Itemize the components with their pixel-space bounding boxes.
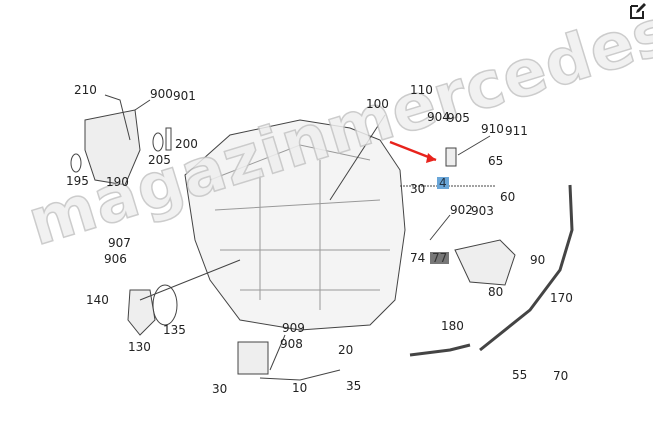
part-label-80[interactable]: 80 (488, 285, 504, 299)
part-label-30[interactable]: 30 (410, 182, 426, 196)
part-label-35[interactable]: 35 (346, 379, 362, 393)
pump-part (84, 109, 141, 186)
part-label-902[interactable]: 902 (450, 203, 473, 217)
part-label-70[interactable]: 70 (553, 369, 569, 383)
part-label-4[interactable]: 4 (437, 176, 449, 190)
part-label-190[interactable]: 190 (106, 175, 129, 189)
part-label-100[interactable]: 100 (366, 97, 389, 111)
part-label-905[interactable]: 905 (447, 111, 470, 125)
part-label-130[interactable]: 130 (128, 340, 151, 354)
part-label-205[interactable]: 205 (148, 153, 171, 167)
part-label-77[interactable]: 77 (430, 251, 450, 265)
part-label-90[interactable]: 90 (530, 253, 546, 267)
part-label-30-bolt[interactable]: 30 (212, 382, 228, 396)
part-label-901[interactable]: 901 (173, 89, 196, 103)
part-label-904[interactable]: 904 (427, 110, 450, 124)
part-label-20[interactable]: 20 (338, 343, 354, 357)
part-label-900[interactable]: 900 (150, 87, 173, 101)
part-label-55[interactable]: 55 (512, 368, 528, 382)
edit-icon[interactable] (629, 2, 647, 20)
part-label-10[interactable]: 10 (292, 381, 308, 395)
part-label-140[interactable]: 140 (86, 293, 109, 307)
part-label-907[interactable]: 907 (108, 236, 131, 250)
part-label-909[interactable]: 909 (282, 321, 305, 335)
part-label-906[interactable]: 906 (104, 252, 127, 266)
part-label-908[interactable]: 908 (280, 337, 303, 351)
part-label-910[interactable]: 910 (481, 122, 504, 136)
part-label-110[interactable]: 110 (410, 83, 433, 97)
part-label-170[interactable]: 170 (550, 291, 573, 305)
part-label-911[interactable]: 911 (505, 124, 528, 138)
part-label-200[interactable]: 200 (175, 137, 198, 151)
part-label-210[interactable]: 210 (74, 83, 97, 97)
part-label-195[interactable]: 195 (66, 174, 89, 188)
engine-block (184, 119, 406, 331)
part-label-74[interactable]: 74 (410, 251, 426, 265)
part-label-60[interactable]: 60 (500, 190, 516, 204)
part-label-65[interactable]: 65 (488, 154, 504, 168)
part-label-135[interactable]: 135 (163, 323, 186, 337)
part-label-180[interactable]: 180 (441, 319, 464, 333)
part-label-903[interactable]: 903 (471, 204, 494, 218)
